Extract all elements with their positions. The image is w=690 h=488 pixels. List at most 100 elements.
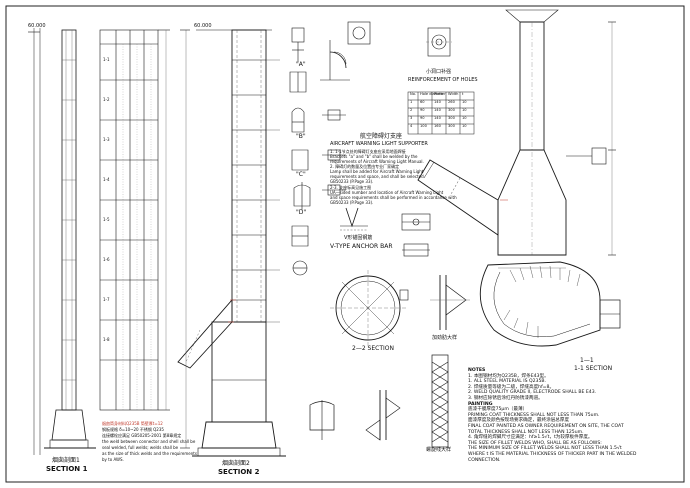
level-tag: 1-4 bbox=[103, 177, 110, 182]
notes-line: THE SIZE OF FILLET WELDS WHO, SHALL BE A… bbox=[468, 440, 602, 446]
section1-note: seal welded, full welds; welds shall be bbox=[102, 445, 179, 450]
lower-details bbox=[309, 390, 401, 441]
notes-heading: NOTES bbox=[468, 368, 486, 373]
stiffener-detail bbox=[430, 275, 470, 330]
section11-oval bbox=[479, 261, 621, 347]
general-notes: NOTES 1. 本图钢材均为Q235B，焊条E43型。 1. ALL STEE… bbox=[468, 368, 678, 463]
detail-mark-c: "C" bbox=[296, 171, 306, 178]
notes-line: PRIMING COAT THICKNESS SHALL NOT LESS TH… bbox=[468, 412, 600, 418]
level-tag: 1-2 bbox=[103, 97, 110, 102]
section1-note: 钢板规格 δ=10~20 不锈钢 Q235 bbox=[102, 427, 164, 432]
holes-table-cell: 300 bbox=[448, 124, 455, 128]
holes-table-header: No. bbox=[410, 92, 416, 96]
notes-line: FINAL COAT PAINTED AS OWNER REQUIREMENT … bbox=[468, 423, 624, 429]
holes-table-header: t bbox=[462, 92, 464, 96]
aircraft-note: and space requirements shall be performe… bbox=[330, 195, 457, 200]
branch-chimney bbox=[417, 9, 616, 269]
detail-mark-d: "D" bbox=[296, 209, 307, 216]
holes-table-cell: 100 bbox=[420, 124, 427, 128]
level-tag: 1-7 bbox=[103, 297, 110, 302]
aircraft-supporter-sketch bbox=[401, 213, 431, 257]
holes-table-cell: 300 bbox=[448, 116, 455, 120]
holes-table-header: Width bbox=[448, 92, 459, 96]
holes-table-grid bbox=[407, 91, 475, 135]
aircraft-note: 2. 障碍灯的数量及位置由专业厂家确定 bbox=[330, 164, 400, 169]
holes-table-header: Hole diameter bbox=[420, 92, 446, 96]
level-tag: 1-8 bbox=[103, 337, 110, 342]
section2-elevation bbox=[177, 29, 286, 457]
holes-table-cell: 60 bbox=[420, 100, 425, 104]
aircraft-title-cn: 航空障碍灯支座 bbox=[360, 133, 403, 140]
level-tag: 1-3 bbox=[103, 137, 110, 142]
aircraft-note: 1. 1-1节点处的障碍灯支座应采用地面焊接 bbox=[330, 149, 406, 154]
section1-note: by to AWS. bbox=[102, 457, 124, 462]
section11-title: 1-1 SECTION bbox=[574, 365, 613, 372]
spiral-rib-detail bbox=[431, 354, 449, 448]
holes-table-header: Plate bbox=[434, 92, 443, 96]
notes-line: 3. 钢材应除锈后涂红丹防锈漆两道。 bbox=[468, 395, 543, 401]
vbar-title-cn: V形锚固钢筋 bbox=[344, 235, 373, 241]
notes-line: WHERE t IS THE MATERIAL THICKNESS OF THI… bbox=[468, 451, 637, 457]
holes-title-en: REINFORCEMENT OF HOLES bbox=[408, 77, 478, 83]
aircraft-note: GB50233 (P.Page 33). bbox=[330, 179, 374, 184]
level-tag: 1-1 bbox=[103, 57, 110, 62]
holes-table-cell: 3 bbox=[410, 116, 413, 120]
v-anchor-detail bbox=[340, 207, 368, 231]
section1-title-cn: 烟囱剖面1 bbox=[52, 457, 80, 464]
level-tag: 1-6 bbox=[103, 257, 110, 262]
level-tag: 1-5 bbox=[103, 217, 110, 222]
section11-num: 1—1 bbox=[580, 357, 594, 364]
holes-table-cell: 300 bbox=[448, 108, 455, 112]
notes-line: THE MINIMUM SIZE OF FILLET WELDS SHALL N… bbox=[468, 446, 622, 452]
detail-mark-b: "B" bbox=[296, 133, 306, 140]
red-marks bbox=[228, 199, 508, 323]
holes-table-cell: 10 bbox=[462, 116, 467, 120]
section1-note: 连接螺栓应满足 GB50205-2001 第8章规定 bbox=[102, 433, 182, 438]
holes-table-cell: 1 bbox=[410, 100, 413, 104]
section22-title: 2—2 SECTION bbox=[352, 345, 394, 352]
hole-reinforcement-detail bbox=[426, 27, 452, 57]
section1-note: as the size of thick welds and the requi… bbox=[102, 451, 197, 456]
aircraft-note: GB50233 (P.Page 33). bbox=[330, 200, 374, 205]
section1-note: 烟囱筒身材料Q235B 筒壁厚t=12 bbox=[102, 421, 163, 426]
holes-table-cell: 10 bbox=[462, 124, 467, 128]
holes-table-cell: 4 bbox=[410, 124, 413, 128]
section1-title-en: SECTION 1 bbox=[46, 465, 88, 473]
holes-title-cn: 小洞口补强 bbox=[426, 69, 452, 75]
aircraft-note: Lamp shall be added for Aircraft Warning… bbox=[330, 169, 424, 174]
notes-line: 面漆厚度及颜色按现场要求确定，最终涂层总厚度 bbox=[468, 418, 570, 424]
holes-table-cell: 90 bbox=[420, 108, 425, 112]
section22-plan bbox=[330, 270, 409, 346]
holes-table-cell: 140 bbox=[434, 100, 441, 104]
elevation-top: 60.000 bbox=[28, 23, 46, 29]
notes-line: 2. WELD QUALITY GRADE II, ELECTRODE SHAL… bbox=[468, 390, 597, 396]
aircraft-note: UA—sided number and location of Aircraft… bbox=[330, 190, 444, 195]
aircraft-note: requirements and space, and shall be sel… bbox=[330, 174, 424, 179]
holes-table-cell: 90 bbox=[420, 116, 425, 120]
notes-line: 底漆干膜厚度75μm（最薄） bbox=[468, 407, 528, 413]
vbar-title-en: V-TYPE ANCHOR BAR bbox=[330, 243, 393, 250]
section2-title-en: SECTION 2 bbox=[218, 468, 260, 476]
holes-table-cell: 140 bbox=[434, 116, 441, 120]
notes-line: 1. 本图钢材均为Q235B，焊条E43型。 bbox=[468, 373, 549, 379]
rib-title: 螺旋线大样 bbox=[426, 447, 452, 453]
notes-line: 2. 焊缝质量等级为二级，焊缝高度hf=8。 bbox=[468, 384, 555, 390]
holes-table-cell: 10 bbox=[462, 100, 467, 104]
aircraft-title-en: AIRCRAFT WARNING LIGHT SUPPORTER bbox=[330, 141, 428, 147]
aircraft-note: requirements of Aircraft Warning Light M… bbox=[330, 159, 424, 164]
detail-column bbox=[289, 21, 371, 276]
sheet-border bbox=[5, 5, 685, 483]
detail-mark-a: "A" bbox=[296, 61, 306, 68]
notes-line: PAINTING bbox=[468, 401, 493, 407]
holes-table-cell: 2 bbox=[410, 108, 413, 112]
section1-elevation bbox=[28, 28, 170, 455]
notes-line: CONNECTION. bbox=[468, 457, 501, 463]
section1-note: the weld between connector and shell sha… bbox=[102, 439, 196, 444]
holes-table-cell: 10 bbox=[462, 108, 467, 112]
aircraft-note: Brackets "a" and "b" shall be welded by … bbox=[330, 154, 418, 159]
aircraft-note: 2-3. 支座标高见施工图 bbox=[330, 185, 372, 190]
stiffener-title: 加劲肋大样 bbox=[432, 335, 458, 341]
holes-table-cell: 140 bbox=[434, 108, 441, 112]
